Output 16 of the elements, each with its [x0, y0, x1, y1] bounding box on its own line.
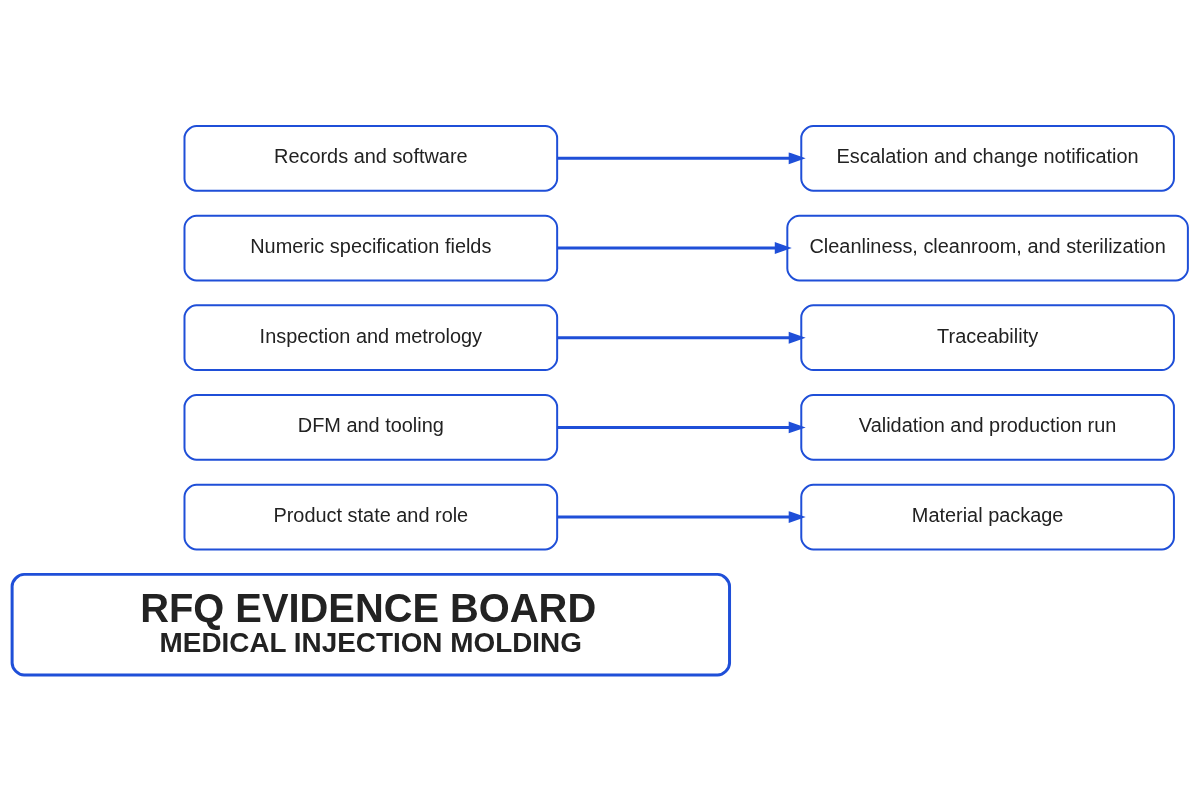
- arrow: [557, 151, 806, 164]
- arrow: [557, 331, 806, 344]
- node-box: Traceability: [800, 303, 1175, 371]
- node-box: Records and software: [183, 124, 559, 192]
- node-box: Cleanliness, cleanroom, and sterilization: [786, 214, 1189, 281]
- node-box: Numeric specification fields: [183, 214, 559, 281]
- arrow: [557, 420, 806, 433]
- node-box: Validation and production run: [800, 393, 1175, 461]
- node-box: DFM and tooling: [183, 393, 559, 461]
- node-box: Material package: [800, 483, 1175, 550]
- arrow: [557, 241, 792, 254]
- node-box: Inspection and metrology: [183, 303, 559, 371]
- node-box: RFQ EVIDENCE BOARD MEDICAL INJECTION MOLDING: [10, 572, 732, 676]
- node-box: Escalation and change notification: [800, 124, 1175, 192]
- node-box: Product state and role: [183, 483, 559, 550]
- arrow: [557, 510, 806, 523]
